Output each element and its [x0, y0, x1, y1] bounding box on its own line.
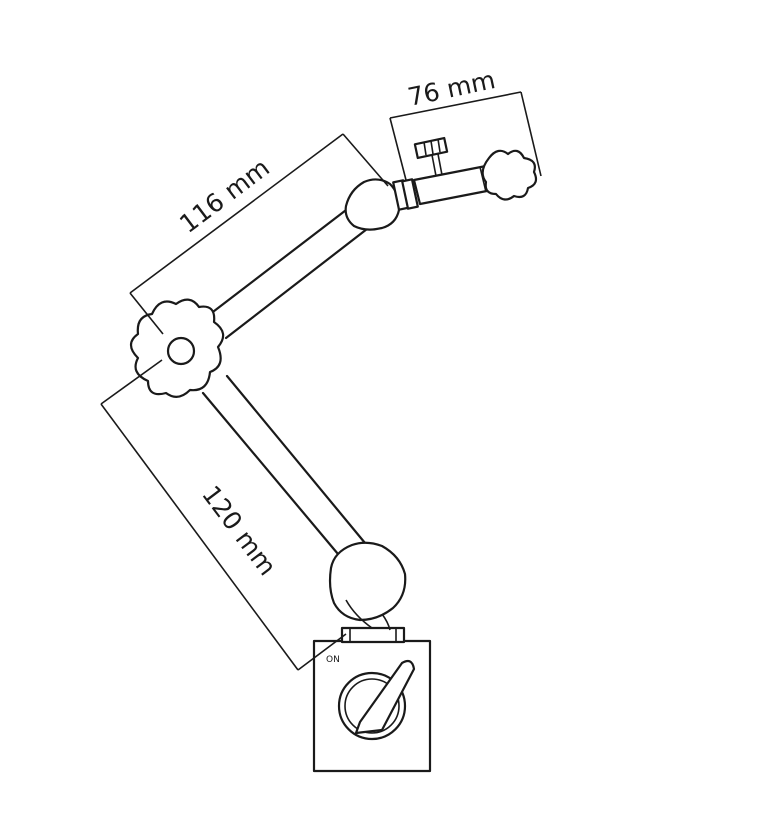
base-collar	[340, 626, 406, 644]
dim-120mm-label: 120 mm	[196, 480, 282, 581]
star-knob-body[interactable]	[129, 298, 225, 398]
switch-knob[interactable]	[337, 659, 416, 741]
switch-lever[interactable]	[354, 659, 416, 735]
switch-ring-inner	[344, 678, 400, 734]
switch-on-label: ON	[326, 655, 340, 665]
bottom-joint	[328, 541, 407, 622]
rear-star-knob[interactable]	[481, 149, 538, 201]
clamp-screw[interactable]	[413, 136, 449, 177]
dim-120mm	[100, 359, 347, 671]
upper-arm	[203, 178, 401, 340]
dim-116mm	[129, 133, 389, 335]
holder-barrel	[412, 164, 494, 206]
lower-arm	[201, 374, 407, 631]
dim-76mm	[389, 91, 542, 181]
center-star-knob[interactable]	[129, 298, 225, 398]
fine-adjust-holder	[392, 136, 538, 211]
top-joint	[344, 178, 401, 231]
dim-76mm-label: 76 mm	[405, 65, 498, 112]
star-knob-hole	[166, 336, 196, 366]
